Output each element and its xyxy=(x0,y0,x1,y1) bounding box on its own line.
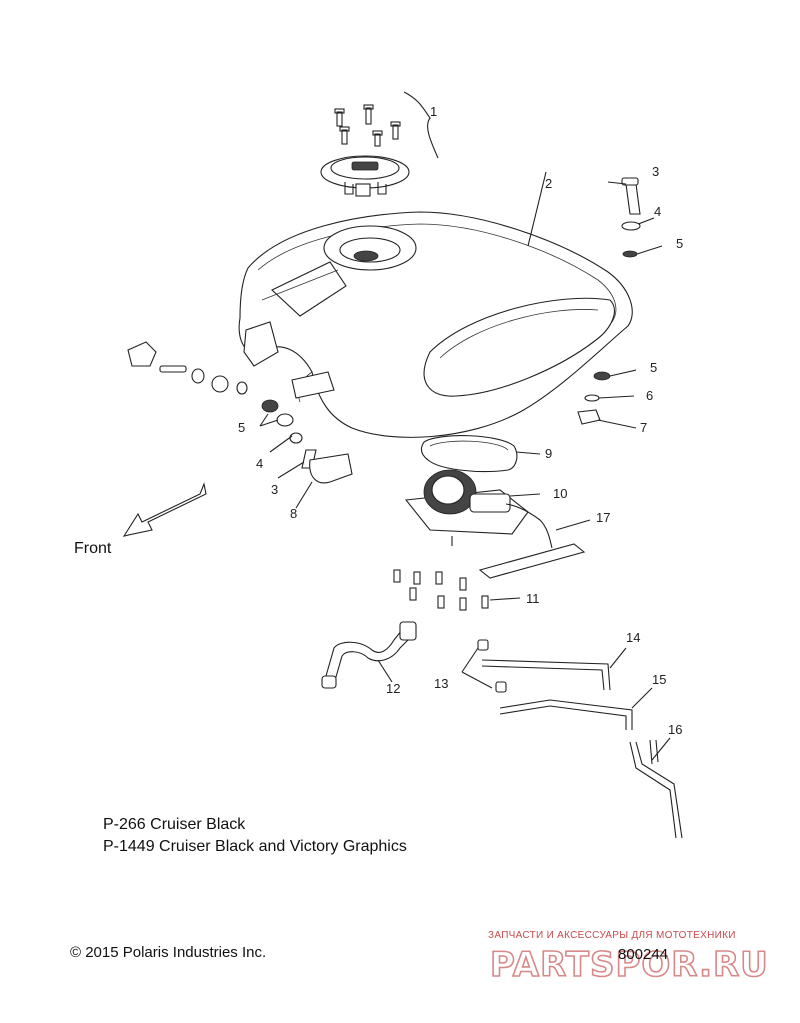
rear-mount-hardware xyxy=(607,177,663,258)
watermark-logo-text: PARTSPOR.RU xyxy=(490,945,769,984)
callout-17: 17 xyxy=(596,510,610,525)
callout-10: 10 xyxy=(553,486,567,501)
pump-gasket xyxy=(420,435,541,473)
callout-15: 15 xyxy=(652,672,666,687)
callout-14: 14 xyxy=(626,630,640,645)
note-line-1: P-266 Cruiser Black xyxy=(103,816,246,833)
copyright-text: © 2015 Polaris Industries Inc. xyxy=(70,944,267,961)
fuel-cap-assembly xyxy=(320,91,439,197)
right-mount-hardware xyxy=(577,369,637,429)
front-direction-arrow xyxy=(122,482,207,537)
callout-numbers: 1 2 3 4 5 5 6 7 5 4 3 8 9 10 17 11 12 13… xyxy=(238,104,683,737)
watermark-tagline: ЗАПЧАСТИ И АКСЕССУАРЫ ДЛЯ МОТОТЕХНИКИ xyxy=(488,930,736,941)
front-label: Front xyxy=(74,540,112,557)
callout-3b: 3 xyxy=(271,482,278,497)
fuel-lines xyxy=(461,639,683,839)
front-mount-hardware xyxy=(127,341,353,509)
callout-6: 6 xyxy=(646,388,653,403)
callout-1: 1 xyxy=(430,104,437,119)
callout-7: 7 xyxy=(640,420,647,435)
callout-16: 16 xyxy=(668,722,682,737)
callout-11: 11 xyxy=(526,591,540,606)
callout-8: 8 xyxy=(290,506,297,521)
watermark-logo: PARTSPOR.RU xyxy=(489,944,769,984)
pump-screws xyxy=(393,569,521,611)
callout-9: 9 xyxy=(545,446,552,461)
diagram-id: 800244 xyxy=(618,946,669,963)
fuel-tank xyxy=(238,171,633,438)
callout-4: 4 xyxy=(654,204,661,219)
callout-5b: 5 xyxy=(650,360,657,375)
callout-12: 12 xyxy=(386,681,400,696)
callout-2: 2 xyxy=(545,176,552,191)
callout-3: 3 xyxy=(652,164,659,179)
fuel-hose xyxy=(321,621,417,689)
fuel-pump-assembly xyxy=(404,469,591,579)
callout-5c: 5 xyxy=(238,420,245,435)
color-notes: P-266 Cruiser Black P-1449 Cruiser Black… xyxy=(103,814,407,858)
callout-13: 13 xyxy=(434,676,448,691)
note-line-2: P-1449 Cruiser Black and Victory Graphic… xyxy=(103,838,407,855)
callout-5: 5 xyxy=(676,236,683,251)
callout-4b: 4 xyxy=(256,456,263,471)
